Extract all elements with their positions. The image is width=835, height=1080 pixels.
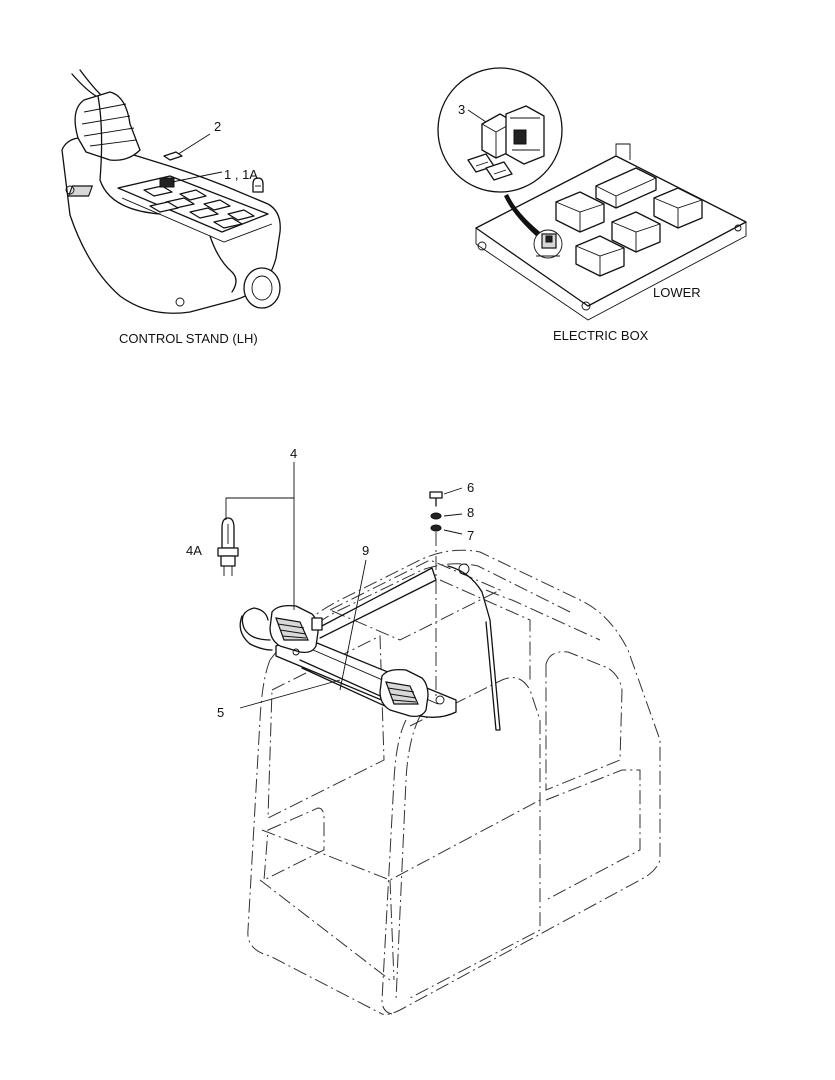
electric-box-illustration xyxy=(437,67,747,321)
work-light-assembly xyxy=(239,567,457,718)
bolt-6-icon xyxy=(429,491,443,507)
caption-lower: LOWER xyxy=(653,285,701,300)
washer-7-icon xyxy=(430,524,442,532)
bulb-1a-icon xyxy=(252,177,264,193)
callout-6: 6 xyxy=(467,480,474,495)
bulb-4a-icon xyxy=(217,517,239,576)
caption-control-stand: CONTROL STAND (LH) xyxy=(119,331,258,346)
callout-7: 7 xyxy=(467,528,474,543)
callout-3: 3 xyxy=(458,102,465,117)
callout-8: 8 xyxy=(467,505,474,520)
callout-4a: 4A xyxy=(186,543,202,558)
caption-electric-box: ELECTRIC BOX xyxy=(553,328,649,343)
callout-9: 9 xyxy=(362,543,369,558)
callout-5: 5 xyxy=(217,705,224,720)
cab-outline xyxy=(247,549,661,1015)
callout-4: 4 xyxy=(290,446,297,461)
callout-1-1a: 1 , 1A xyxy=(224,167,258,182)
switch-label-2-icon xyxy=(163,151,183,161)
control-stand-illustration xyxy=(61,69,281,314)
callout-2: 2 xyxy=(214,119,221,134)
washer-8-icon xyxy=(430,512,442,520)
